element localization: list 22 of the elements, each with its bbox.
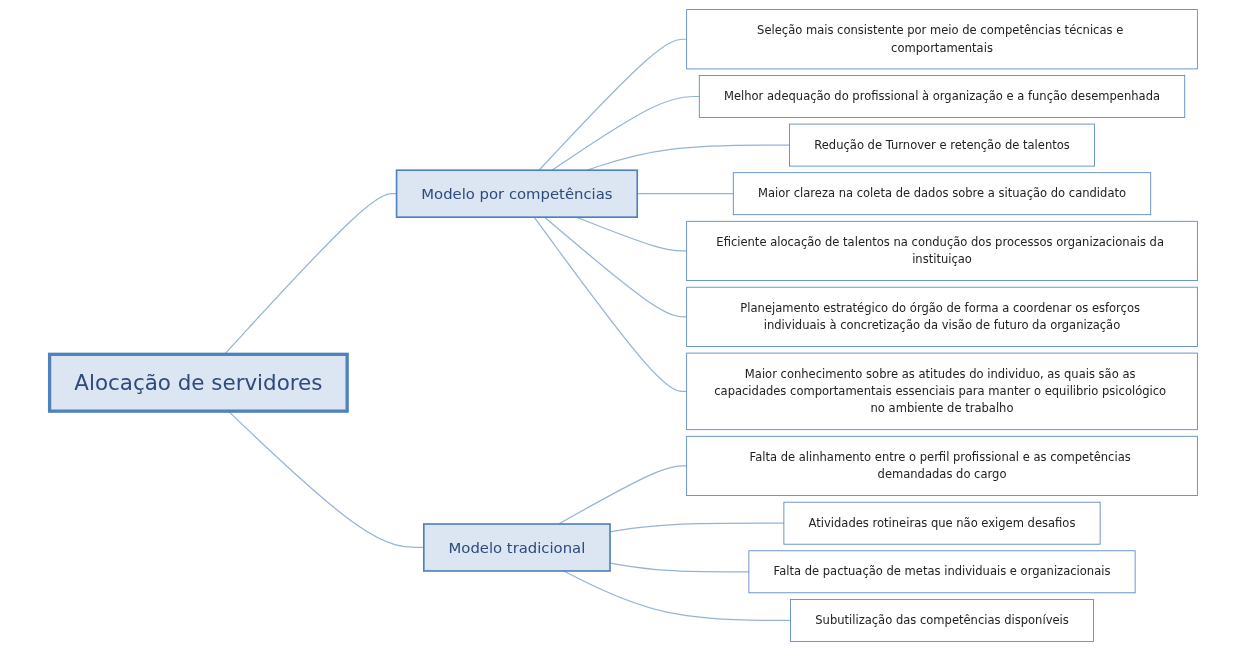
node-box: Eficiente alocação de talentos na condução dos processos organizacionais da instituiçao <box>685 220 1198 281</box>
node-box: Maior clareza na coleta de dados sobre a situação do candidato <box>732 172 1151 216</box>
connector <box>543 216 687 318</box>
connector <box>636 193 734 195</box>
node-box: Modelo tradicional <box>422 523 611 572</box>
node-box: Atividades rotineiras que não exigem desafios <box>783 501 1101 545</box>
node-box: Falta de pactuação de metas individuais e organizacionais <box>748 550 1136 594</box>
connector <box>557 465 687 525</box>
connector <box>537 38 687 171</box>
connector <box>223 193 397 355</box>
node-box: Subutilização das competências disponíveis <box>789 598 1094 642</box>
connector <box>562 570 791 621</box>
node-box: Planejamento estratégico do órgão de forma a coordenar os esforços individuais à concretização da visão de futuro da organização <box>685 286 1198 347</box>
node-box: Seleção mais consistente por meio de competências técnicas e comportamentais <box>685 9 1198 70</box>
node-box: Alocação de servidores <box>47 352 349 413</box>
node-box: Melhor adequação do profissional à organização e a função desempenhada <box>698 75 1185 118</box>
connector <box>550 95 700 171</box>
connector <box>533 216 687 392</box>
node-box: Falta de alinhamento entre o perfil profissional e as competências demandadas do cargo <box>685 435 1198 496</box>
node-box: Modelo por competências <box>395 169 638 218</box>
node-box: Maior conhecimento sobre as atitudes do individuo, as quais são as capacidades comportamentais essenciais para manter o equilibrio psicológico no ambiente de trabalho <box>685 352 1198 431</box>
node-box: Redução de Turnover e retenção de talentos <box>788 123 1095 167</box>
